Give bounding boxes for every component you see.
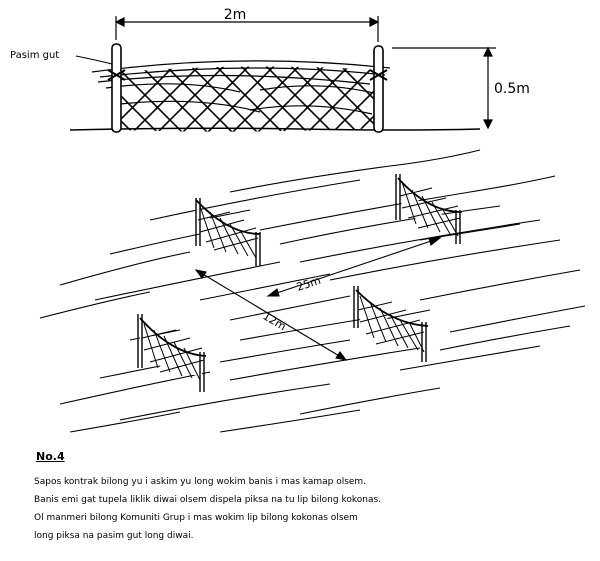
left-post <box>111 43 122 133</box>
caption-text: Sapos kontrak bilong yu i askim yu long … <box>34 473 574 545</box>
distance-12m-label: 12m <box>260 309 288 333</box>
fence-detail: 2m 0.5m Pasim gut <box>10 7 530 133</box>
fence-panel-lower-right <box>353 286 429 362</box>
fence-panel-lower-left <box>137 314 207 392</box>
caption-line: Banis emi gat tupela liklik diwai olsem … <box>34 495 382 505</box>
caption: No.4 Sapos kontrak bilong yu i askim yu … <box>34 450 574 545</box>
caption-line: long piksa na pasim gut long diwai. <box>34 531 194 541</box>
woven-lattice <box>118 66 380 132</box>
tie-knot <box>369 69 388 81</box>
coconut-leaf-fronds <box>91 60 391 115</box>
height-dimension <box>392 46 496 130</box>
right-post <box>373 45 384 133</box>
distance-12m-arrow <box>194 269 348 361</box>
distance-25m-arrow <box>266 237 442 297</box>
post-label-leader <box>75 55 113 65</box>
caption-line: Ol manmeri bilong Komuniti Grup i mas wo… <box>34 513 358 523</box>
tie-knot <box>107 69 126 81</box>
water-surface <box>39 149 586 433</box>
width-dimension <box>114 16 380 42</box>
post-label: Pasim gut <box>10 50 59 61</box>
caption-line: Sapos kontrak bilong yu i askim yu long … <box>34 477 367 487</box>
fence-panel-upper-left <box>195 198 261 266</box>
height-label: 0.5m <box>494 81 530 97</box>
figure-number: No.4 <box>36 450 65 463</box>
width-label: 2m <box>224 7 247 23</box>
fence-panel-upper-right <box>395 174 463 244</box>
distance-25m-label: 25m <box>295 274 323 294</box>
fence-diagram: 2m 0.5m Pasim gut <box>10 7 586 433</box>
ground-line <box>69 127 481 131</box>
